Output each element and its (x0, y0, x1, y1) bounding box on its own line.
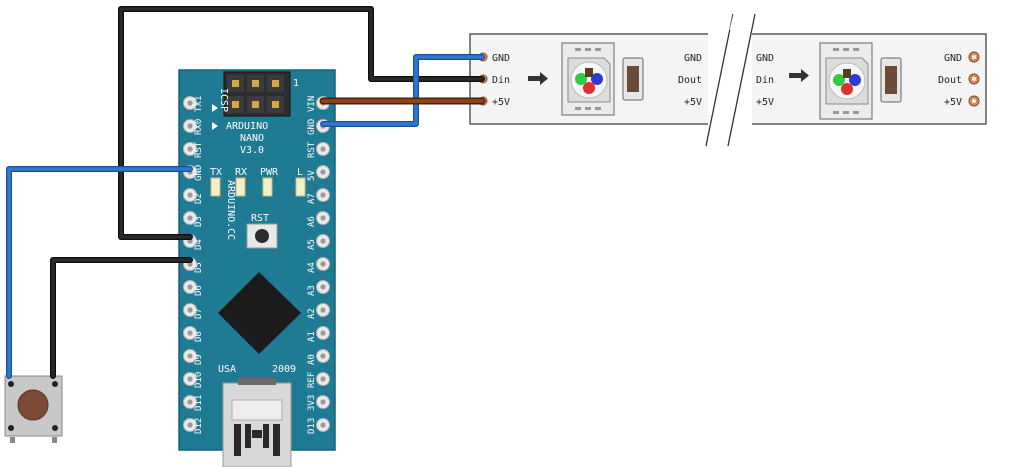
seg2-out-gnd: GND (944, 53, 962, 64)
data-direction-arrow-icon (528, 72, 548, 85)
wire-button-gnd (6, 166, 193, 379)
seg2-in-din: Din (756, 75, 774, 86)
seg1-in-gnd: GND (492, 53, 510, 64)
pin-label-left: D9 (194, 354, 204, 365)
seg2-in-gnd: GND (756, 53, 774, 64)
pin-label-right: A1 (307, 331, 317, 342)
pin-label-right: VIN (307, 96, 317, 112)
pin-label-left: D12 (194, 418, 204, 434)
icsp-label: ICSP (218, 88, 229, 112)
pin-label-left: D8 (194, 331, 204, 342)
board-name-line1: ARDUINO (226, 121, 268, 132)
strip-cut-line-2 (727, 13, 756, 147)
wire-gnd-to-strip-gnd (320, 54, 485, 127)
seg1-in-5v: +5V (492, 97, 510, 108)
seg1-out-5v: +5V (684, 97, 702, 108)
capacitor-2 (880, 57, 902, 103)
strip-cut-line-1 (705, 13, 734, 147)
pin-label-right: A4 (307, 262, 317, 273)
push-button[interactable] (4, 375, 63, 443)
pin-label-left: GND (194, 165, 204, 181)
year-label: 2009 (272, 364, 296, 375)
strip-cut-gap (708, 20, 752, 146)
pin-label-left: D6 (194, 285, 204, 296)
pin-label-left: D2 (194, 193, 204, 204)
pin1-mark: 1 (293, 78, 299, 89)
pin-label-left: D3 (194, 216, 204, 227)
rst-button-label: RST (251, 213, 269, 224)
pin-label-left: D5 (194, 262, 204, 273)
icsp-header (223, 71, 291, 117)
reset-button[interactable] (246, 223, 278, 249)
rx-arrow-icon (212, 122, 218, 130)
pin-label-right: A2 (307, 308, 317, 319)
mini-usb-connector (222, 378, 292, 467)
pin-label-left: RX0 (194, 119, 204, 135)
pin-label-right: A0 (307, 354, 317, 365)
seg1-out-dout: Dout (678, 75, 702, 86)
pin-label-left: D4 (194, 239, 204, 250)
arduino-cc-label: ARDUINO.CC (225, 180, 236, 240)
board-name-line3: V3.0 (240, 145, 264, 156)
seg2-out-5v: +5V (944, 97, 962, 108)
led-label-tx: TX (210, 167, 222, 178)
seg2-out-dout: Dout (938, 75, 962, 86)
pin-label-right: A7 (307, 193, 317, 204)
pin-label-left: D11 (194, 395, 204, 411)
pin-label-right: 3V3 (307, 395, 317, 411)
seg1-in-din: Din (492, 75, 510, 86)
pin-label-right: D13 (307, 418, 317, 434)
data-direction-arrow-icon (789, 69, 809, 82)
pin-label-left: D10 (194, 372, 204, 388)
pin-label-right: RST (307, 141, 317, 158)
arduino-nano-board: ICSP 1 ARDUINO NANO V3.0 ARDUINO.CC TX R… (178, 69, 336, 467)
seg2-in-5v: +5V (756, 97, 774, 108)
pin-label-right: 5V (307, 170, 317, 181)
led-label-rx: RX (235, 167, 247, 178)
pin-label-right: A5 (307, 239, 317, 250)
wires (6, 6, 486, 379)
pin-label-right: REF (307, 372, 317, 388)
microcontroller-chip (218, 272, 301, 354)
pin-label-right: GND (307, 119, 317, 135)
board-name-line2: NANO (240, 133, 264, 144)
led-label-l: L (297, 167, 303, 178)
capacitor-1 (622, 57, 644, 101)
rgb-led-1 (561, 42, 615, 116)
seg1-out-gnd: GND (684, 53, 702, 64)
push-button-cap (17, 389, 49, 421)
led-label-pwr: PWR (260, 167, 279, 178)
wire-button-d5 (50, 257, 193, 379)
pin-label-right: A6 (307, 216, 317, 227)
pin-label-left: RST (194, 141, 204, 158)
pin-label-right: A3 (307, 285, 317, 296)
status-leds: TX RX PWR L (210, 167, 306, 197)
tx-arrow-icon (212, 104, 218, 112)
usa-label: USA (218, 364, 236, 375)
led-strip: GND Din +5V GND Dout +5V (469, 13, 987, 147)
pin-label-left: D7 (194, 308, 204, 319)
rgb-led-2 (819, 42, 873, 120)
pin-label-left: TX1 (194, 96, 204, 112)
